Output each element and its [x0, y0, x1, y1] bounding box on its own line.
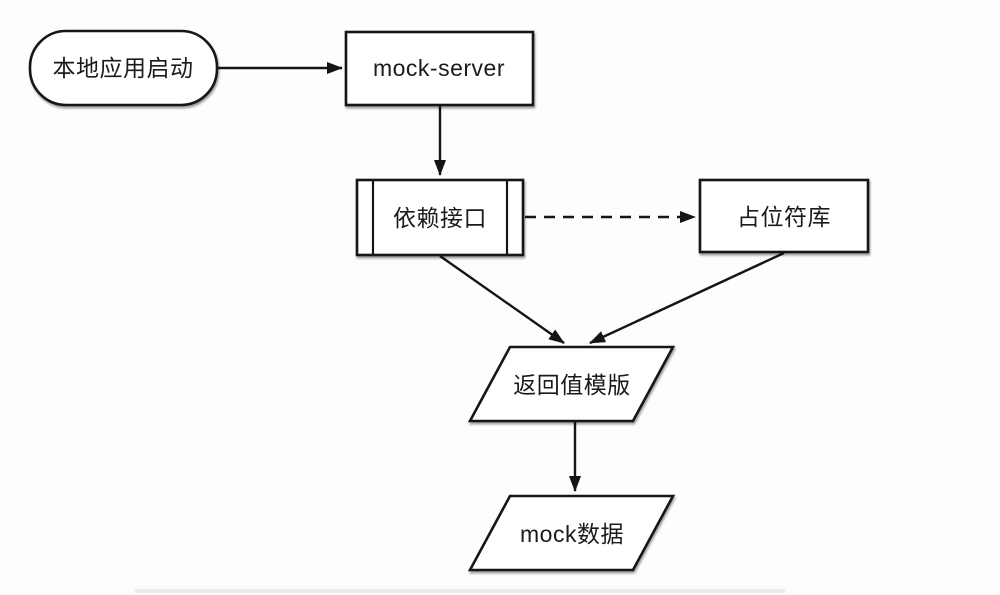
node-start-label: 本地应用启动	[53, 55, 194, 81]
node-return-template	[467, 345, 676, 423]
node-start-shape	[28, 29, 219, 107]
node-return-template-shape	[467, 345, 676, 423]
edge-dependencyapi-to-returntemplate-arrow	[439, 255, 565, 344]
node-mock-data-shape	[467, 494, 676, 572]
nodes-layer	[28, 29, 870, 572]
node-return-template-label: 返回值模版	[513, 372, 631, 398]
node-mock-data-label: mock数据	[520, 521, 624, 547]
node-dependency-api	[355, 178, 525, 257]
bottom-crop-artifact	[135, 589, 785, 593]
node-placeholder-lib-label: 占位符库	[737, 204, 831, 230]
node-mock-server-shape	[344, 30, 535, 107]
node-mock-data	[467, 494, 676, 572]
node-mock-server	[344, 30, 535, 107]
edge-placeholderlib-to-returntemplate-arrow	[589, 251, 785, 345]
edges-layer	[218, 62, 785, 492]
node-dependency-api-shape	[355, 178, 525, 257]
node-placeholder-lib	[698, 178, 870, 254]
labels-layer: 本地应用启动 mock-server 依赖接口 占位符库 返回值模版 mock数…	[53, 55, 831, 547]
node-start	[28, 29, 219, 107]
node-dependency-api-label: 依赖接口	[393, 205, 487, 231]
node-mock-server-label: mock-server	[373, 55, 505, 81]
node-placeholder-lib-shape	[698, 178, 870, 254]
